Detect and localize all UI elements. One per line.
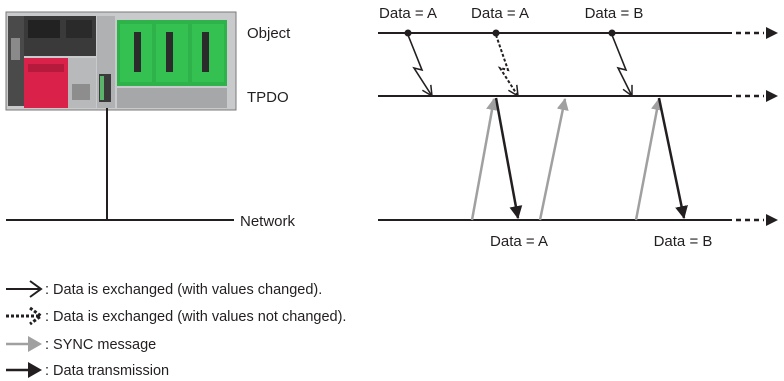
legend-item-unchanged: : Data is exchanged (with values not cha… xyxy=(6,306,346,326)
row-label-object: Object xyxy=(247,25,291,42)
legend-transmission-text: : Data transmission xyxy=(45,363,169,379)
object-event-dot-1 xyxy=(404,29,412,37)
legend-unchanged-text: : Data is exchanged (with values not cha… xyxy=(45,309,346,325)
sync-arrow-1 xyxy=(470,98,498,221)
sync-arrow-3 xyxy=(634,98,663,221)
object-data-label-3: Data = B xyxy=(585,5,644,22)
legend-changed-arrow-icon xyxy=(6,280,43,298)
object-data-label-2: Data = A xyxy=(471,5,529,22)
exchange-arrow-changed-2 xyxy=(611,34,632,96)
legend-transmission-arrow-icon xyxy=(28,362,42,378)
object-event-dot-2 xyxy=(492,29,500,37)
legend-changed-text: : Data is exchanged (with values changed… xyxy=(45,282,322,298)
object-event-dot-3 xyxy=(608,29,616,37)
legend-item-sync: : SYNC message xyxy=(6,336,156,353)
network-timeline xyxy=(378,214,778,226)
legend-item-changed: : Data is exchanged (with values changed… xyxy=(6,280,322,298)
row-label-tpdo: TPDO xyxy=(247,89,289,106)
legend-item-transmission: : Data transmission xyxy=(6,362,169,379)
transmission-arrow-2 xyxy=(657,97,688,220)
legend-sync-text: : SYNC message xyxy=(45,337,156,353)
transmission-arrow-1 xyxy=(494,97,523,220)
plc-module-illustration xyxy=(5,11,237,111)
network-data-label-1: Data = A xyxy=(490,233,548,250)
exchange-arrow-changed-1 xyxy=(407,34,432,96)
sync-arrow-2 xyxy=(538,98,569,221)
object-data-label-1: Data = A xyxy=(379,5,437,22)
object-timeline xyxy=(378,27,778,39)
row-label-network: Network xyxy=(240,213,296,230)
network-data-label-2: Data = B xyxy=(654,233,713,250)
legend-unchanged-arrow-icon xyxy=(6,306,44,326)
tpdo-timeline xyxy=(378,90,778,102)
exchange-arrow-unchanged xyxy=(495,34,518,96)
legend-sync-arrow-icon xyxy=(28,336,42,352)
legend: : Data is exchanged (with values changed… xyxy=(6,280,346,379)
